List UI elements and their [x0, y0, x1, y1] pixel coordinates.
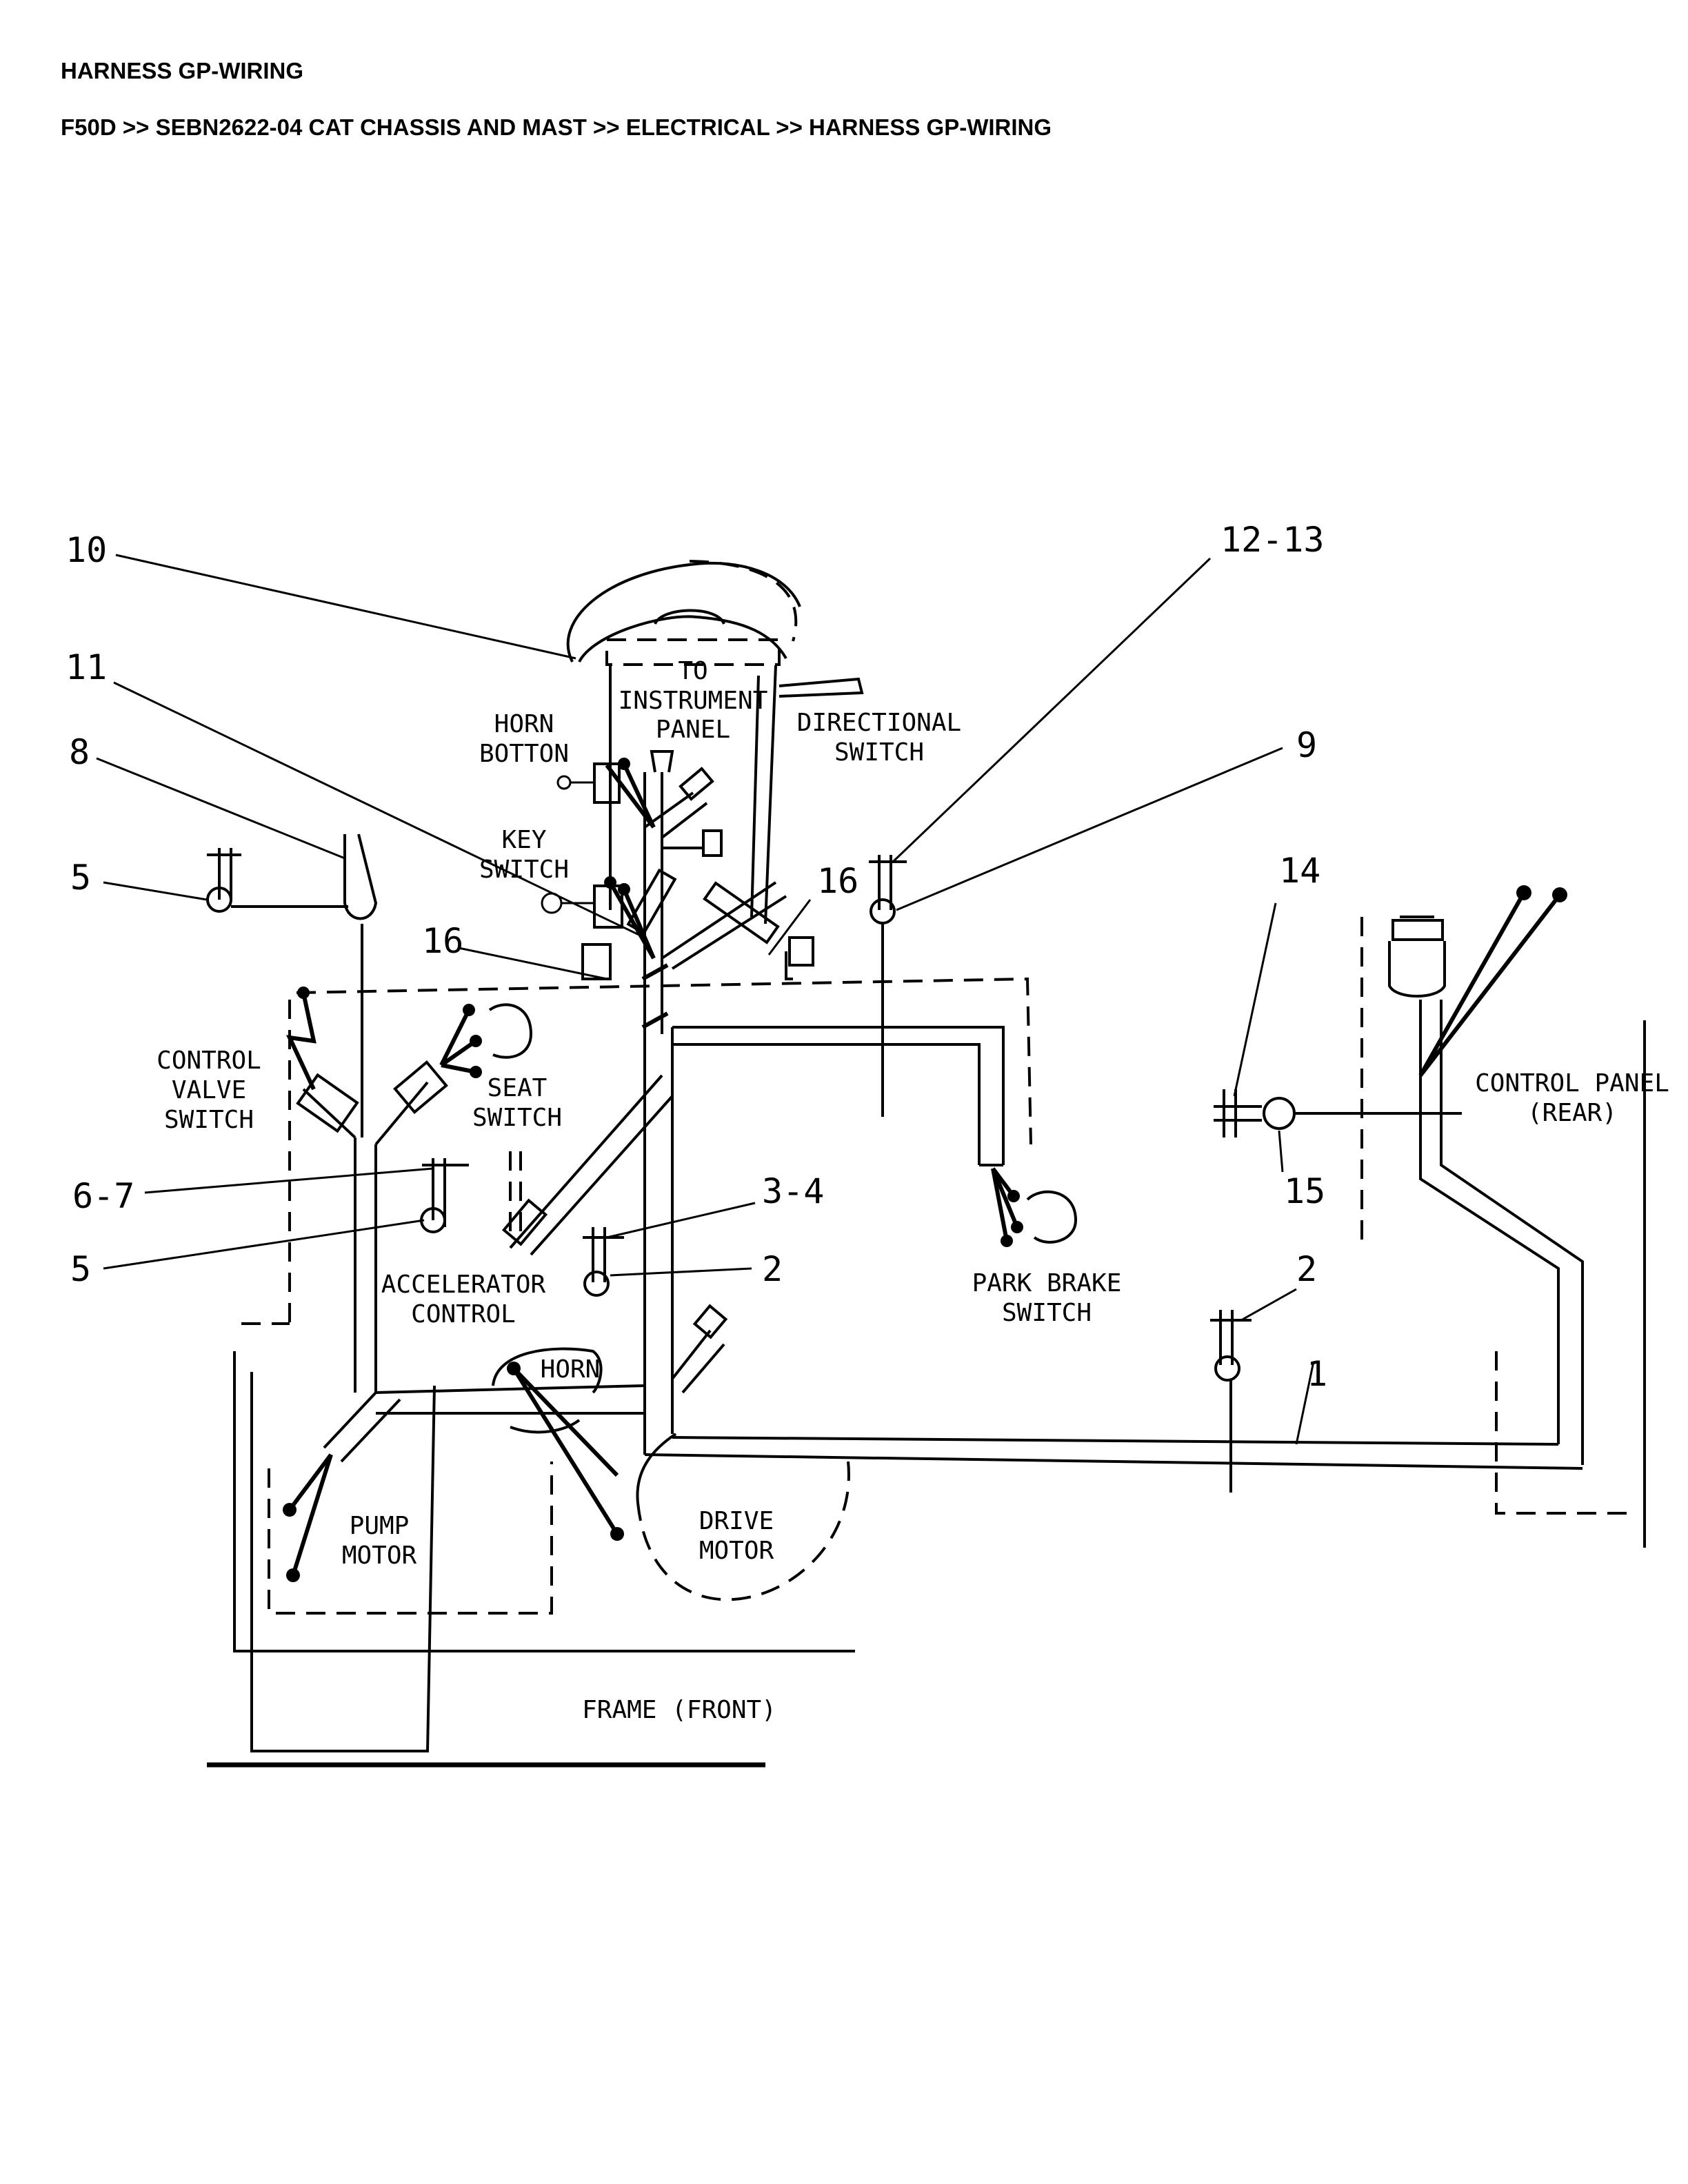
label-control-panel-rear: CONTROL PANEL(REAR): [1475, 1069, 1669, 1127]
clip-icons: [206, 833, 1462, 1493]
steering-column: [566, 560, 864, 924]
frame-outline: [207, 917, 1646, 1768]
callout-9: 9: [1296, 725, 1317, 765]
leader-lines: [96, 554, 1315, 1445]
clip-icon-14-15: [1214, 1089, 1462, 1138]
callout-5-lower: 5: [70, 1249, 91, 1289]
callout-10: 10: [66, 530, 107, 570]
label-frame-front: FRAME (FRONT): [582, 1696, 776, 1724]
page-title: HARNESS GP-WIRING: [61, 58, 304, 83]
harness-trunk: [302, 750, 1584, 1470]
callout-2-center: 2: [762, 1249, 783, 1289]
breadcrumb: F50D >> SEBN2622-04 CAT CHASSIS AND MAST…: [61, 114, 1052, 140]
callout-6-7: 6-7: [72, 1176, 134, 1216]
callout-14: 14: [1279, 851, 1320, 891]
callout-3-4: 3-4: [762, 1171, 824, 1211]
callout-11: 11: [66, 647, 107, 687]
clip-icon-12-13-9: [869, 855, 907, 1117]
callout-1: 1: [1307, 1354, 1327, 1394]
clip-icon-8: [343, 833, 378, 1138]
clip-icon-5-upper: [206, 848, 348, 913]
drive-motor-shape: [636, 1433, 850, 1601]
callout-16-left: 16: [422, 921, 463, 961]
horn-icon: [492, 1347, 603, 1434]
clip-icon-2-right: [1210, 1310, 1252, 1493]
wire-leads: [283, 758, 1567, 1582]
callout-2-right: 2: [1296, 1249, 1317, 1289]
callout-5-upper: 5: [70, 858, 91, 898]
label-horn: HORN: [541, 1355, 601, 1384]
callout-15: 15: [1284, 1171, 1325, 1211]
callout-16-right: 16: [817, 861, 858, 901]
clip-icon-3-4-2: [583, 1227, 624, 1297]
callout-numbers: 10 11 8 5 16 6-7 5 3-4 2 12-13 9 16 14 1…: [66, 520, 1327, 1394]
callout-8: 8: [69, 732, 90, 772]
callout-12-13: 12-13: [1220, 520, 1325, 560]
